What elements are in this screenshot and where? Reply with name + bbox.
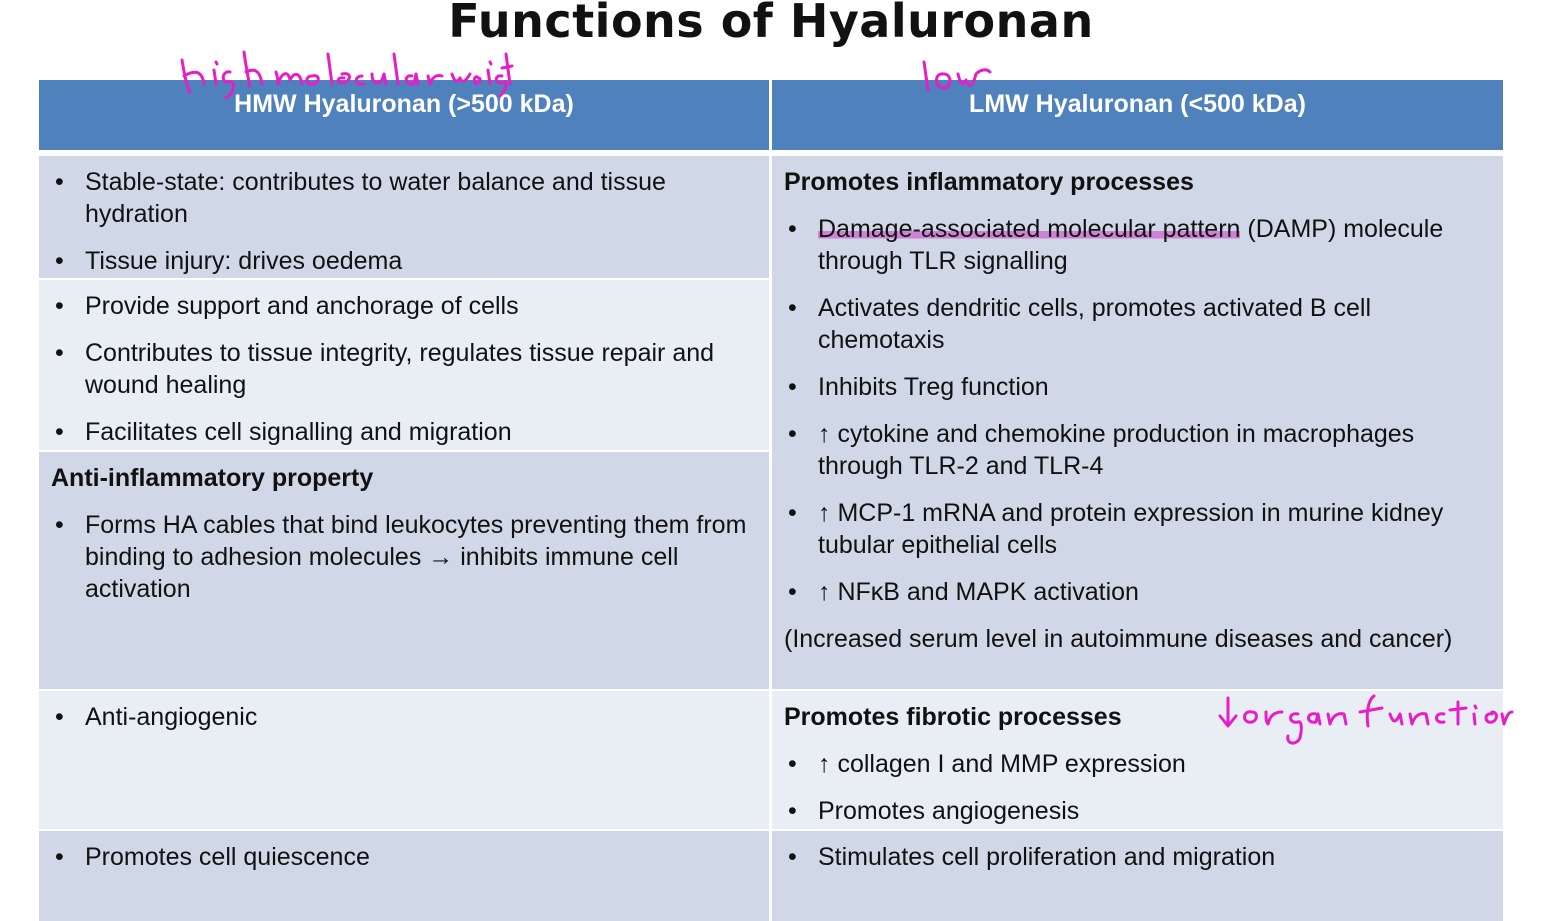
list-item: Forms HA cables that bind leukocytes pre…: [51, 509, 757, 605]
lmw-row-inflammatory: Promotes inflammatory processes Damage-a…: [772, 156, 1503, 689]
handwritten-note-lmw: [922, 60, 992, 92]
list-item: ↑ NFκB and MAPK activation: [784, 576, 1491, 608]
list-item: Activates dendritic cells, promotes acti…: [784, 292, 1491, 356]
list-item: Anti-angiogenic: [51, 701, 757, 733]
section-heading: Promotes fibrotic processes: [784, 703, 1122, 731]
hmw-row-quiescence: Promotes cell quiescence: [39, 831, 769, 921]
hmw-row-support: Provide support and anchorage of cells C…: [39, 280, 769, 450]
header-hmw: HMW Hyaluronan (>500 kDa): [39, 80, 769, 150]
list-item-damp: Damage-associated molecular pattern (DAM…: [784, 213, 1491, 277]
header-lmw-label: LMW Hyaluronan (<500 kDa): [969, 90, 1306, 118]
list-item: ↑ cytokine and chemokine production in m…: [784, 418, 1491, 482]
list-item: Contributes to tissue integrity, regulat…: [51, 337, 757, 401]
header-lmw: LMW Hyaluronan (<500 kDa): [772, 80, 1503, 150]
list-item: Promotes angiogenesis: [784, 795, 1491, 827]
list-item: Stable-state: contributes to water balan…: [51, 166, 757, 230]
list-item: Promotes cell quiescence: [51, 841, 757, 873]
list-item: Facilitates cell signalling and migratio…: [51, 416, 757, 448]
list-item-text: (DAMP) molecule through TLR signalling: [818, 215, 1444, 275]
hmw-row-anti-inflammatory: Anti-inflammatory property Forms HA cabl…: [39, 452, 769, 689]
lmw-row-fibrotic: Promotes fibrotic processes ↑ collagen I…: [772, 691, 1503, 829]
list-item: Tissue injury: drives oedema: [51, 245, 757, 277]
page-title: Functions of Hyaluronan: [448, 0, 1094, 48]
list-item: Inhibits Treg function: [784, 371, 1491, 403]
hmw-row-angiogenic: Anti-angiogenic: [39, 691, 769, 829]
list-item: Stimulates cell proliferation and migrat…: [784, 841, 1491, 873]
section-heading: Anti-inflammatory property: [51, 464, 374, 492]
highlighted-text: Damage-associated molecular pattern: [818, 215, 1241, 243]
list-item: Provide support and anchorage of cells: [51, 290, 757, 322]
hmw-row-hydration: Stable-state: contributes to water balan…: [39, 156, 769, 278]
header-hmw-label: HMW Hyaluronan (>500 kDa): [234, 90, 574, 118]
list-item: ↑ collagen I and MMP expression: [784, 748, 1491, 780]
note-text: (Increased serum level in autoimmune dis…: [784, 625, 1453, 653]
section-heading: Promotes inflammatory processes: [784, 168, 1194, 196]
list-item: ↑ MCP-1 mRNA and protein expression in m…: [784, 497, 1491, 561]
handwritten-note-hmw: [180, 50, 514, 100]
lmw-row-proliferation: Stimulates cell proliferation and migrat…: [772, 831, 1503, 921]
handwritten-note-organ-function: [1218, 694, 1514, 745]
